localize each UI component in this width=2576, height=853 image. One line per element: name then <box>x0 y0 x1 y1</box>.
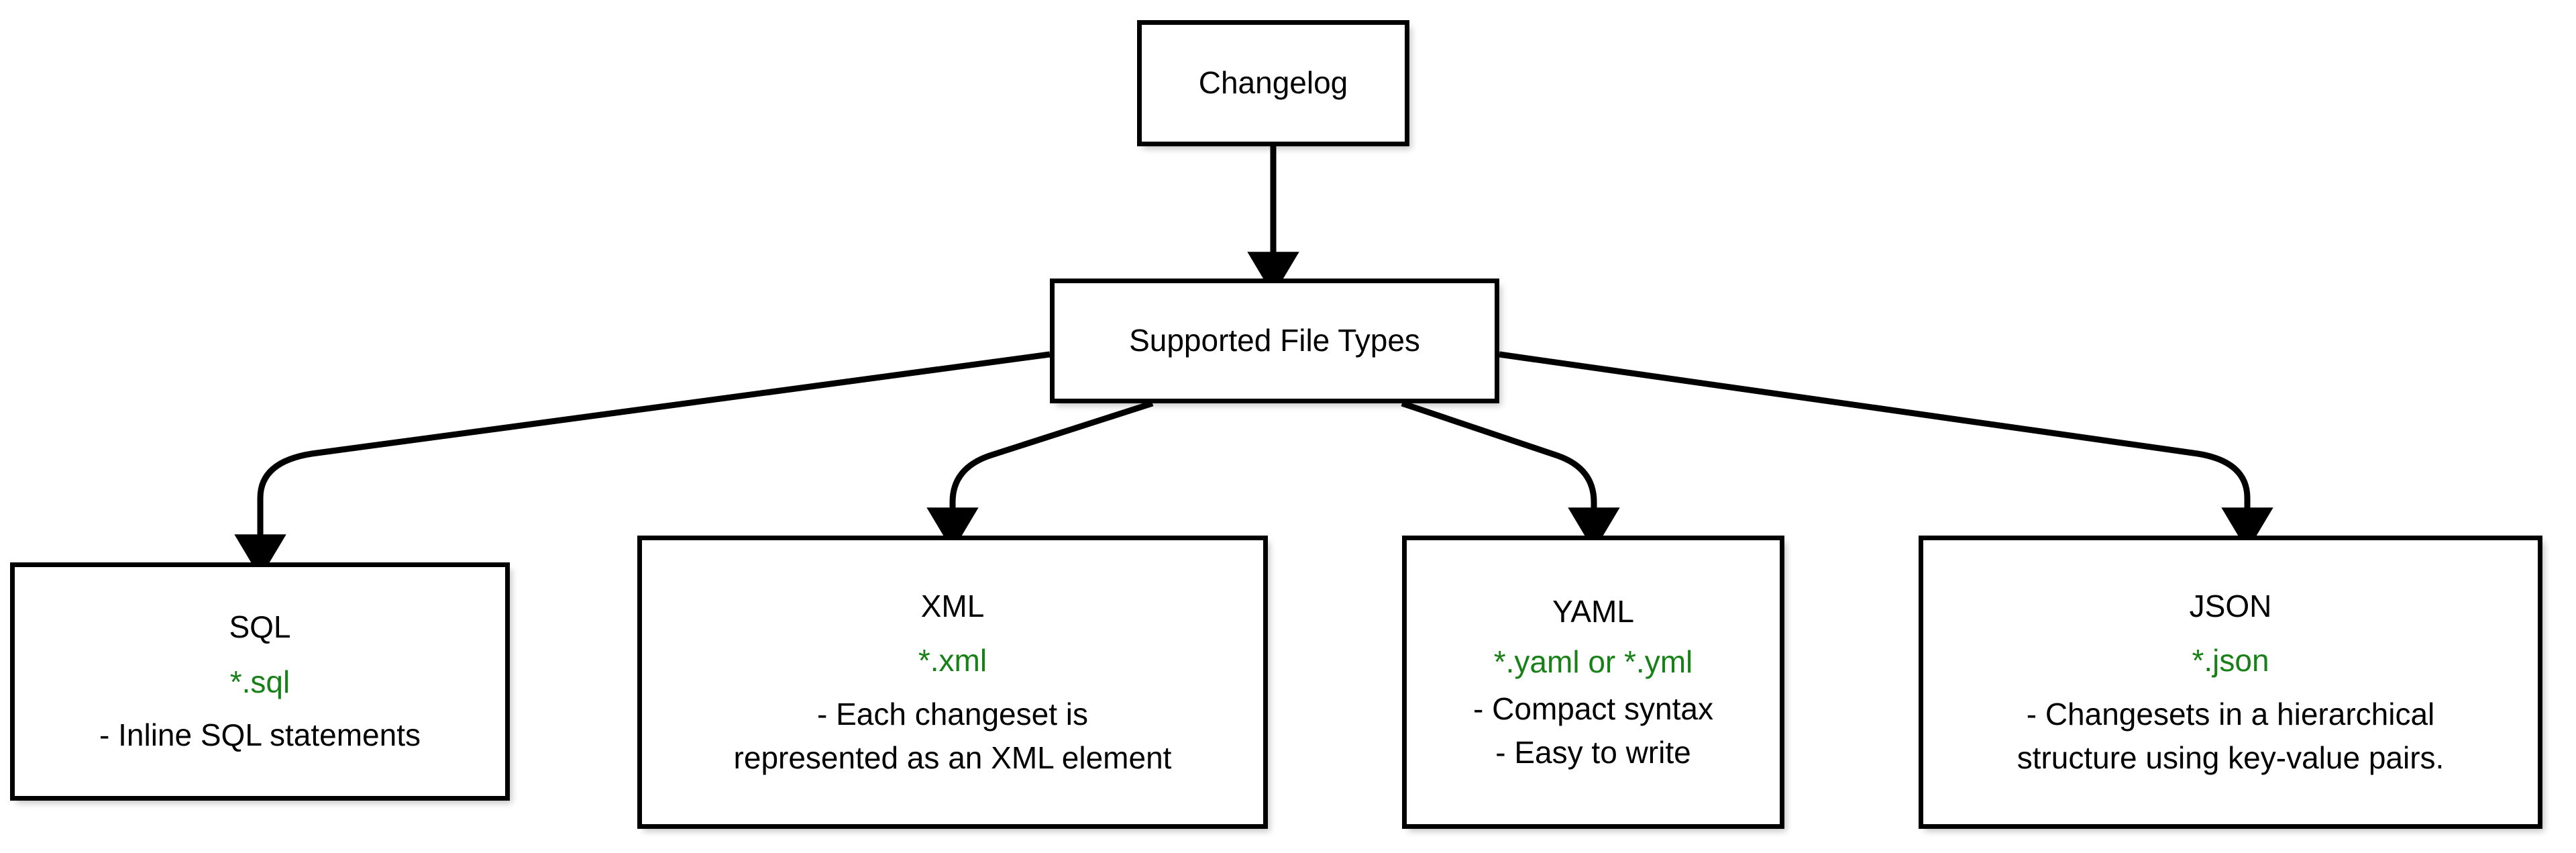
node-sql-title: SQL <box>229 609 291 645</box>
node-sql-detail: - Inline SQL statements <box>99 717 421 753</box>
edge-supported-to-json <box>1499 351 2273 551</box>
node-xml-detail: represented as an XML element <box>733 740 1172 775</box>
node-xml-extension: *.xml <box>918 643 987 679</box>
node-yaml-detail: - Compact syntax <box>1473 691 1713 726</box>
node-json-detail: structure using key-value pairs. <box>2017 740 2445 775</box>
node-sql-extension: *.sql <box>229 664 290 699</box>
node-xml-title: XML <box>920 588 985 623</box>
node-yaml[interactable]: YAML *.yaml or *.yml - Compact syntax - … <box>1402 536 1784 829</box>
node-xml[interactable]: XML *.xml - Each changeset is represente… <box>637 536 1268 829</box>
edge-supported-to-yaml <box>1401 400 1620 551</box>
node-yaml-title: YAML <box>1552 593 1634 629</box>
node-sql[interactable]: SQL *.sql - Inline SQL statements <box>10 562 510 801</box>
node-supported-file-types-label: Supported File Types <box>1129 323 1420 358</box>
node-yaml-detail: - Easy to write <box>1495 734 1691 770</box>
node-json-extension: *.json <box>2192 643 2269 679</box>
node-changelog[interactable]: Changelog <box>1137 20 1409 146</box>
node-supported-file-types[interactable]: Supported File Types <box>1050 279 1499 403</box>
node-changelog-label: Changelog <box>1198 65 1348 101</box>
node-json[interactable]: JSON *.json - Changesets in a hierarchic… <box>1919 536 2542 829</box>
node-json-title: JSON <box>2189 588 2272 623</box>
node-yaml-extension: *.yaml or *.yml <box>1493 644 1693 680</box>
node-xml-detail: - Each changeset is <box>816 696 1088 732</box>
node-json-detail: - Changesets in a hierarchical <box>2026 696 2435 732</box>
edge-supported-to-sql <box>234 351 1051 578</box>
edge-supported-to-xml <box>926 400 1154 551</box>
